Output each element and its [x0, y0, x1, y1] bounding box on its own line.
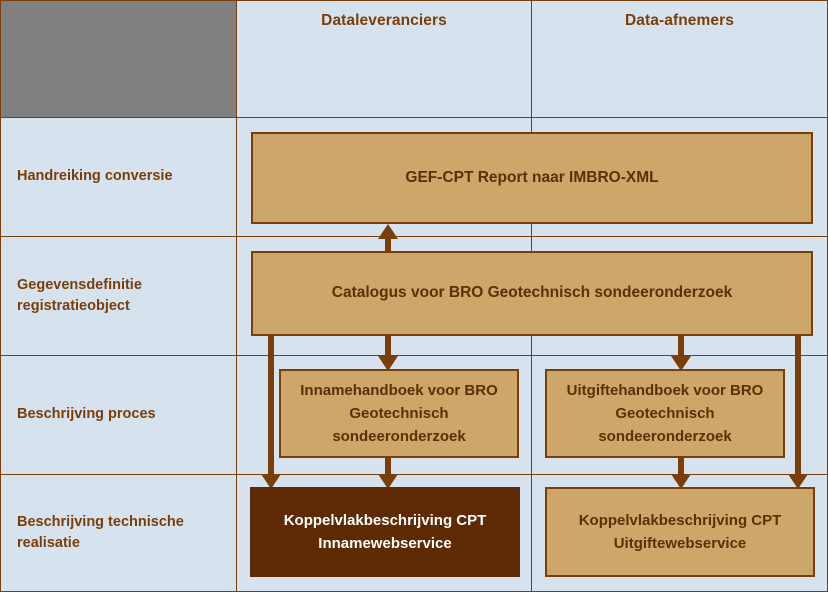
box-innamehandboek[interactable]: Innamehandboek voor BRO Geotechnisch son…	[279, 369, 519, 458]
arrow-catalogus-to-koppelvlak-inname	[260, 335, 282, 489]
row-header-beschrijving-proces-label: Beschrijving proces	[17, 406, 156, 423]
row-header-beschrijving-technische-realisatie: Beschrijving technische realisatie	[0, 474, 237, 592]
arrow-catalogus-to-gef-cpt	[377, 224, 399, 258]
box-uitgiftehandboek[interactable]: Uitgiftehandboek voor BRO Geotechnisch s…	[545, 369, 785, 458]
arrow-uitgiftehandboek-to-koppelvlak-uitgifte	[670, 453, 692, 489]
arrow-catalogus-to-innamehandboek	[377, 335, 399, 371]
box-catalogus-label: Catalogus voor BRO Geotechnisch sondeero…	[331, 284, 733, 302]
row-header-handreiking-conversie-label: Handreiking conversie	[17, 168, 173, 185]
box-gef-cpt-report-label: GEF-CPT Report naar IMBRO-XML	[405, 168, 659, 186]
box-koppelvlak-uitgifte[interactable]: Koppelvlakbeschrijving CPT Uitgiftewebse…	[545, 487, 815, 577]
box-koppelvlak-inname-label: Koppelvlakbeschrijving CPT Innamewebserv…	[283, 511, 487, 552]
box-catalogus[interactable]: Catalogus voor BRO Geotechnisch sondeero…	[251, 251, 813, 336]
box-koppelvlak-inname[interactable]: Koppelvlakbeschrijving CPT Innamewebserv…	[250, 487, 520, 577]
row-header-gegevensdefinitie-registratieobject-label: Gegevensdefinitie registratieobject	[17, 276, 142, 314]
row-header-beschrijving-proces: Beschrijving proces	[0, 355, 237, 475]
column-header-dataleveranciers: Dataleveranciers	[236, 0, 532, 118]
box-gef-cpt-report[interactable]: GEF-CPT Report naar IMBRO-XML	[251, 132, 813, 224]
box-innamehandboek-label: Innamehandboek voor BRO Geotechnisch son…	[300, 381, 498, 446]
row-header-handreiking-conversie: Handreiking conversie	[0, 117, 237, 237]
box-uitgiftehandboek-label: Uitgiftehandboek voor BRO Geotechnisch s…	[566, 381, 764, 446]
column-header-data-afnemers: Data-afnemers	[531, 0, 828, 118]
arrow-innamehandboek-to-koppelvlak-inname	[377, 453, 399, 489]
arrow-catalogus-to-koppelvlak-uitgifte	[787, 335, 809, 489]
grid-corner-block	[0, 0, 237, 118]
arrow-catalogus-to-uitgiftehandboek	[670, 335, 692, 371]
column-header-data-afnemers-label: Data-afnemers	[625, 12, 734, 29]
column-header-dataleveranciers-label: Dataleveranciers	[321, 12, 447, 29]
row-header-beschrijving-technische-realisatie-label: Beschrijving technische realisatie	[17, 513, 184, 551]
box-koppelvlak-uitgifte-label: Koppelvlakbeschrijving CPT Uitgiftewebse…	[578, 511, 782, 552]
row-header-gegevensdefinitie-registratieobject: Gegevensdefinitie registratieobject	[0, 236, 237, 356]
